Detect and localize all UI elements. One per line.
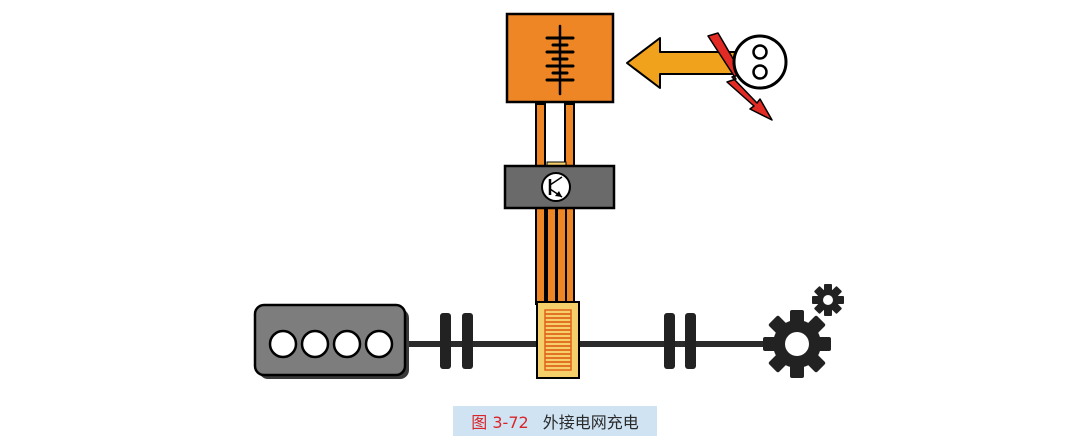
inverter (503, 164, 616, 210)
figure-caption: 图 3-72 外接电网充电 (453, 406, 657, 436)
figure-number: 图 3-72 (471, 413, 529, 432)
clutch-right (664, 313, 696, 369)
battery (505, 12, 615, 104)
clutch-left (440, 313, 473, 369)
drive-shaft (405, 341, 775, 347)
engine-cylinders (268, 329, 394, 359)
gears-icon (763, 284, 844, 378)
motor-windings (545, 313, 571, 367)
plug-socket-icon (732, 34, 788, 90)
transistor-icon (541, 172, 571, 202)
figure-title: 外接电网充电 (542, 413, 639, 432)
engine (253, 303, 409, 379)
electric-motor (536, 301, 580, 379)
battery-icon (545, 24, 575, 96)
